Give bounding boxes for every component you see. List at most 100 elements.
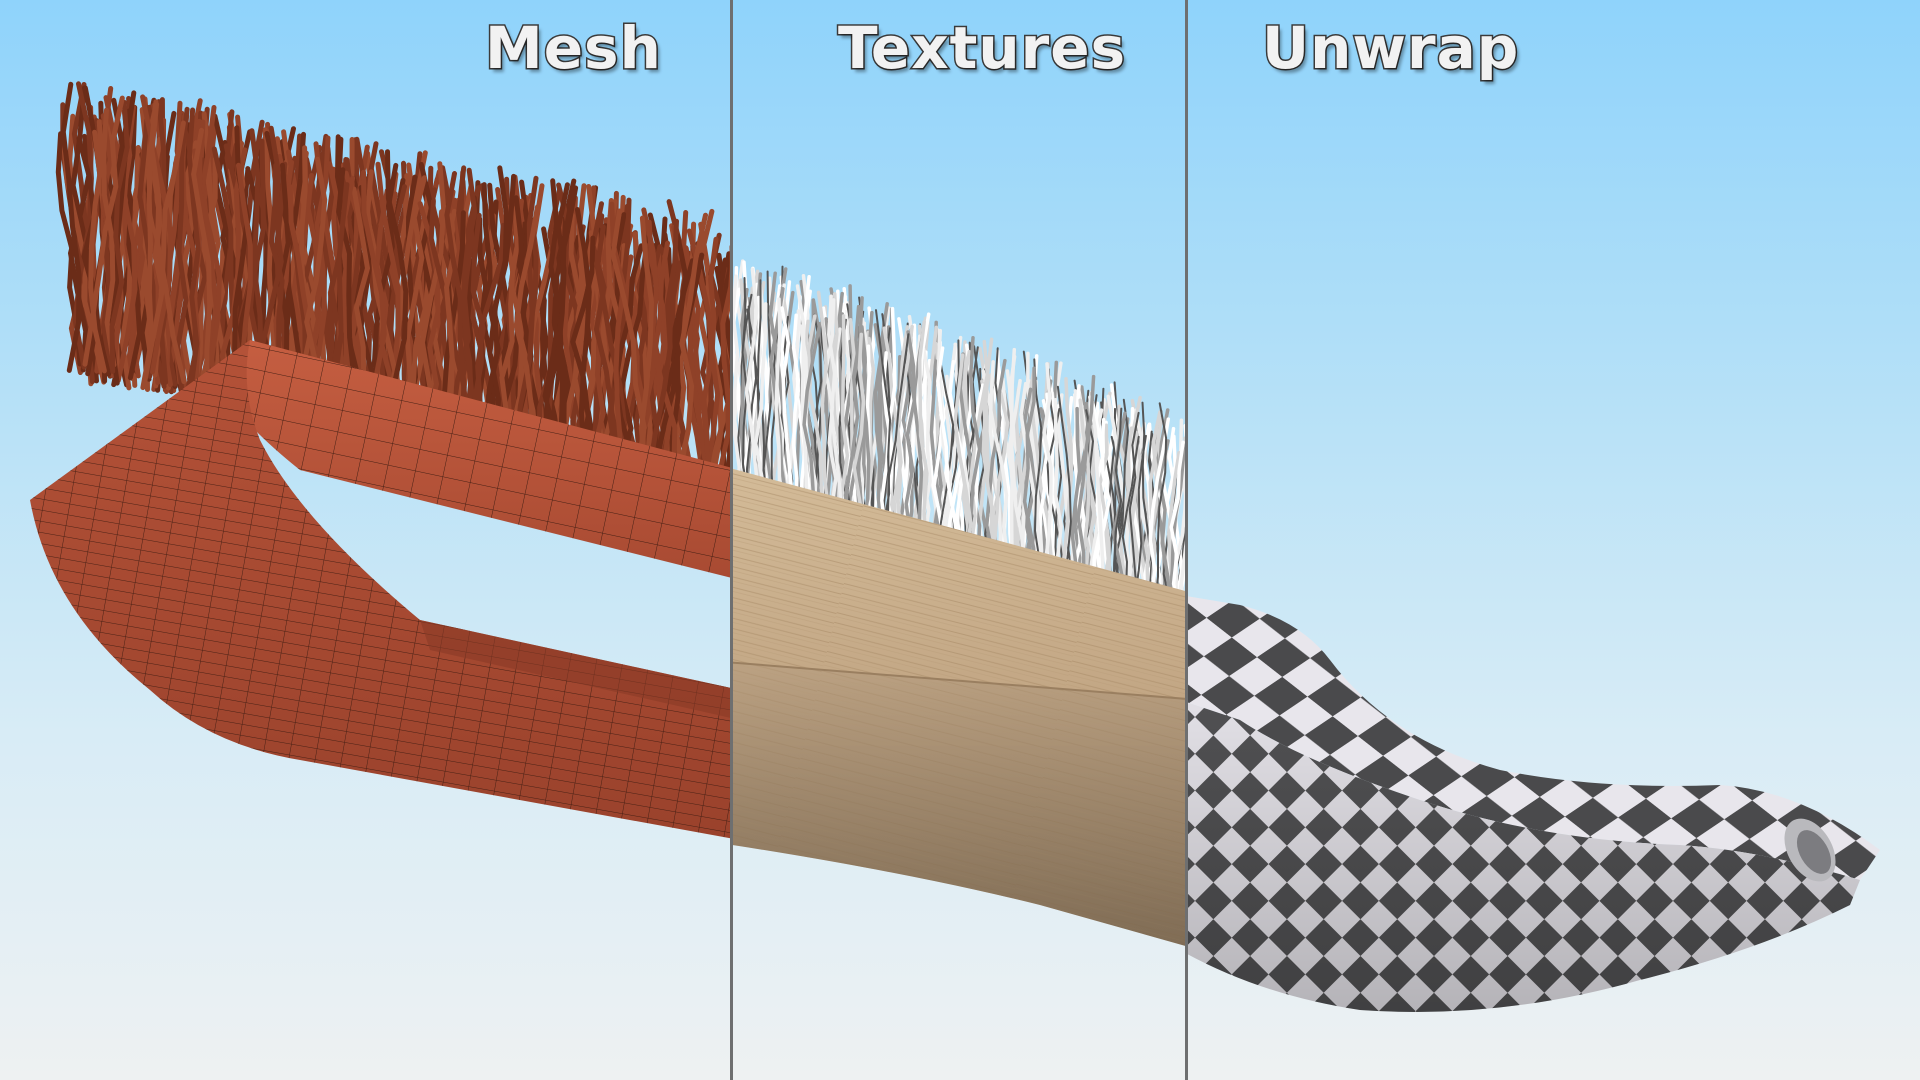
rust-bristle [652,240,678,467]
steel-bristle [953,353,973,560]
rust-bristle [60,81,82,373]
steel-bristle [981,369,1009,560]
steel-bristle [1076,374,1096,590]
steel-bristle [1121,435,1140,588]
rust-bristle [607,197,632,465]
steel-bristle [1005,369,1028,576]
rust-bristle [618,235,651,469]
rust-bristle [82,95,125,367]
panel-title-textures: Textures [836,13,1127,84]
rust-bristle [633,250,651,459]
steel-bristle [935,360,955,553]
rust-bristle [570,235,596,449]
mesh-section [30,81,731,839]
divider-mesh-textures [730,0,733,1080]
steel-bristle [1042,362,1053,573]
steel-bristle [944,359,965,554]
rust-bristle [88,119,107,374]
rust-bristle [72,81,94,370]
rust-bristle [141,120,186,388]
steel-bristle [795,284,811,527]
panel-title-mesh: Mesh [484,13,663,84]
steel-bristle [1019,381,1045,572]
rust-bristle [191,127,213,397]
rust-bristle [101,107,117,368]
rust-bristle [646,218,679,475]
steel-bristle [1028,389,1056,585]
steel-bristle [1106,394,1130,593]
rust-bristle [456,165,475,442]
steel-bristle [816,290,831,517]
steel-bristle [1129,395,1143,588]
steel-bristle [917,320,929,551]
steel-bristle [837,314,850,528]
rust-bristle [654,252,705,462]
rust-bristle [610,208,647,474]
textures-section [731,259,1197,947]
rust-bristle [677,212,708,475]
steel-bristle [1175,534,1186,613]
rust-bristle [312,135,331,402]
steel-bristle [1022,387,1037,584]
rust-bristle [632,231,653,466]
rust-bristle [472,222,506,434]
steel-bristle [745,305,759,504]
steel-bristle [1113,407,1123,595]
steel-bristle [1184,517,1186,592]
steel-bristle [985,358,1007,560]
divider-textures-unwrap [1185,0,1188,1080]
steel-bristle [1153,439,1170,615]
steel-bristle [1147,417,1171,603]
steel-bristle [853,304,871,540]
steel-bristle [936,346,961,548]
rust-bristle [444,171,467,426]
steel-bristle [744,267,759,517]
rust-bristle [191,156,218,395]
steel-bristle [1047,368,1063,584]
steel-bristle [1177,423,1186,606]
rust-bristle [186,107,201,393]
steel-bristle [1141,401,1153,595]
panel-title-unwrap: Unwrap [1260,13,1520,84]
steel-bristle [1033,358,1043,566]
steel-bristle [1060,377,1074,578]
steel-bristle [780,306,793,521]
rust-bristle [701,236,719,482]
steel-bristle [1156,408,1173,612]
steel-bristle [791,313,801,513]
steel-bristle [827,294,844,529]
steel-bristle [1088,395,1105,598]
steel-bristle [1128,411,1141,609]
rust-bristle [487,165,510,449]
rust-bristle [219,147,248,400]
rust-bristle [117,108,143,381]
unwrap-section [1186,596,1880,1012]
steel-bristle [1021,366,1036,570]
steel-bristle [1145,410,1162,600]
steel-bristle [988,360,1003,572]
rust-bristle [513,204,540,448]
steel-bristle [852,332,867,537]
steel-bristles [731,259,1197,618]
steel-bristle [1095,417,1111,583]
steel-bristle [876,302,889,539]
rust-bristle [76,135,112,377]
steel-bristle [981,339,997,563]
steel-bristle [1169,440,1185,614]
rust-bristle [574,207,592,460]
rust-bristle [109,99,130,374]
rust-bristle [396,175,427,421]
rust-bristle [551,194,575,455]
rust-bristle [512,175,539,454]
steel-bristle [904,330,917,541]
rust-bristle [419,161,447,435]
rust-bristle [714,265,731,369]
steel-bristle [785,309,801,516]
steel-bristle [1056,385,1072,590]
steel-bristle [1153,402,1168,613]
rust-bristle [196,147,225,405]
steel-bristle [1189,451,1197,602]
rust-bristle [542,182,570,444]
